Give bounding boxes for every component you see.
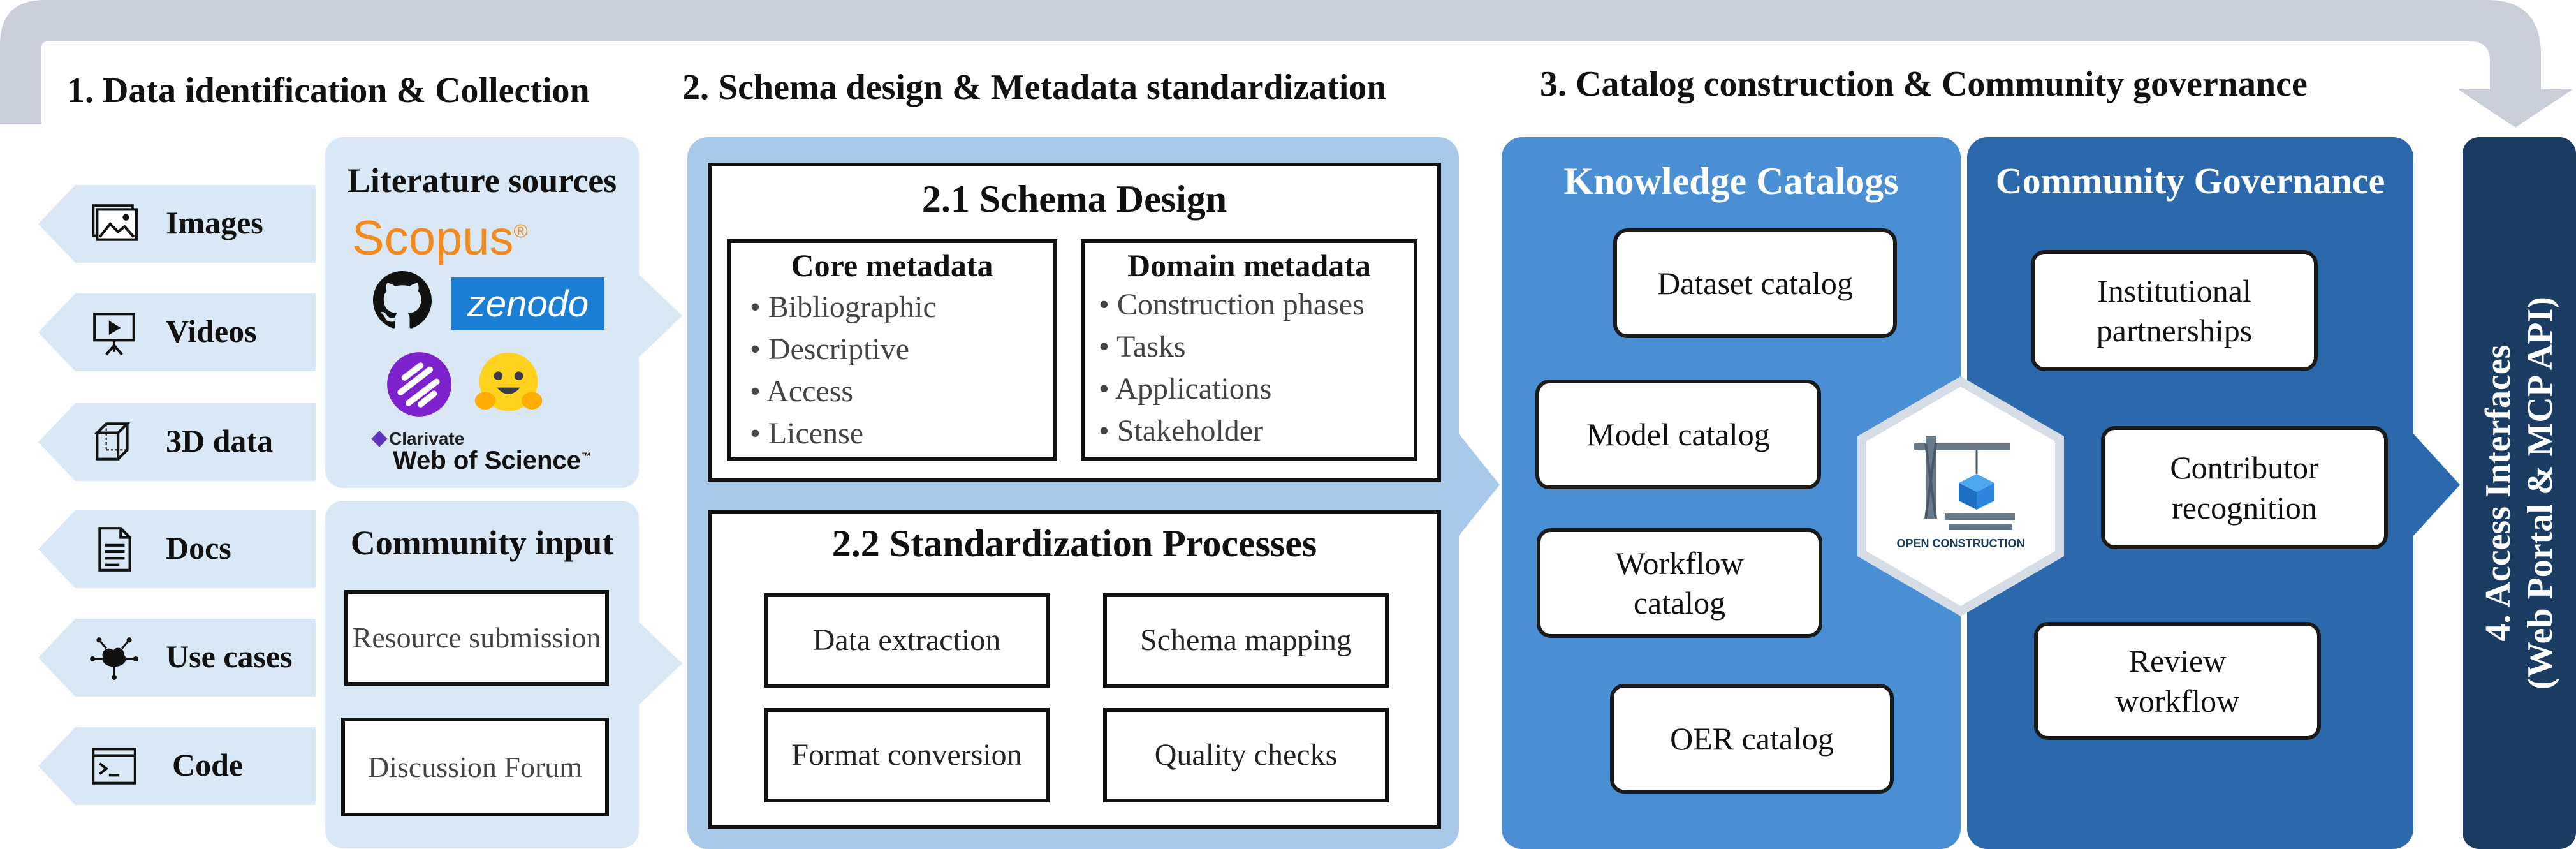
- research-logo-icon: [387, 352, 451, 417]
- stage-2-title: 2. Schema design & Metadata standardizat…: [682, 68, 1387, 107]
- metadata-bullet-item: Descriptive: [750, 329, 1053, 371]
- document-icon: [98, 527, 131, 572]
- github-logo-icon: [373, 271, 432, 329]
- metadata-bullet-item: Applications: [1099, 368, 1414, 410]
- metadata-bullet-item: License: [750, 413, 1053, 455]
- arrow-schema-to-catalogs: [1459, 434, 1500, 536]
- community-input-title: Community input: [350, 524, 614, 562]
- standardization-title: 2.2 Standardization Processes: [831, 522, 1317, 565]
- data-type-tag-shape: [38, 510, 316, 588]
- data-type-label: Images: [166, 205, 263, 240]
- contributor-recognition-box: Contributor recognition: [2101, 426, 2388, 549]
- knowledge-catalogs-title: Knowledge Catalogs: [1563, 160, 1899, 202]
- data-type-tag: 3D data: [38, 403, 316, 481]
- institutional-partnerships-box: Institutional partnerships: [2031, 250, 2318, 371]
- format-conversion-box: Format conversion: [764, 708, 1050, 802]
- feedback-loop-arrow: [0, 0, 2573, 128]
- data-type-tag: Videos: [38, 293, 316, 371]
- quality-checks-box: Quality checks: [1103, 708, 1389, 802]
- access-interfaces-label: 4. Access Interfaces (Web Portal & MCP A…: [2463, 174, 2576, 812]
- schema-design-title: 2.1 Schema Design: [921, 178, 1227, 220]
- clarivate-label: Clarivate: [389, 429, 465, 448]
- arrow-governance-to-access: [2413, 434, 2460, 536]
- stage-3-title: 3. Catalog construction & Community gove…: [1540, 64, 2308, 104]
- data-type-tag: Docs: [38, 510, 316, 588]
- metadata-bullet-item: Stakeholder: [1099, 410, 1414, 452]
- data-type-tag: Images: [38, 185, 316, 263]
- data-extraction-box: Data extraction: [764, 593, 1050, 688]
- model-catalog-box: Model catalog: [1535, 380, 1821, 489]
- image-icon: [92, 204, 138, 241]
- cube-icon: [94, 422, 131, 461]
- presentation-icon: [93, 313, 135, 356]
- institutional-partnerships-label: Institutional partnerships: [2096, 272, 2253, 349]
- review-workflow-box: Review workflow: [2034, 622, 2321, 740]
- data-type-label: Videos: [166, 313, 257, 349]
- core-metadata-title: Core metadata: [791, 247, 993, 283]
- open-construction-label: OPEN CONSTRUCTION: [1896, 537, 2025, 550]
- core-metadata-list: BibliographicDescriptiveAccessLicense: [750, 286, 1053, 455]
- resource-submission-box: Resource submission: [344, 590, 609, 686]
- hugging-face-icon: [474, 352, 543, 411]
- literature-title: Literature sources: [347, 161, 617, 200]
- zenodo-logo: zenodo: [451, 277, 604, 330]
- data-type-label: Docs: [166, 530, 231, 566]
- metadata-bullet-item: Tasks: [1099, 326, 1414, 368]
- web-of-science-logo: Clarivate Web of Science™: [371, 429, 591, 475]
- scopus-logo: Scopus®: [352, 211, 528, 265]
- oer-catalog-box: OER catalog: [1610, 684, 1894, 794]
- workflow-catalog-box: Workflow catalog: [1537, 528, 1822, 638]
- schema-mapping-box: Schema mapping: [1103, 593, 1389, 688]
- data-type-label: 3D data: [166, 423, 274, 459]
- crane-logo-icon: [1914, 436, 2015, 530]
- data-type-tag: Use cases: [38, 619, 316, 697]
- core-metadata-box: Core metadata BibliographicDescriptiveAc…: [727, 239, 1057, 461]
- domain-metadata-list: Construction phasesTasksApplicationsStak…: [1099, 284, 1414, 452]
- contributor-recognition-label: Contributor recognition: [2170, 450, 2319, 526]
- arrow-literature-to-schema: [639, 274, 682, 357]
- data-type-label: Code: [172, 747, 244, 783]
- data-type-tag-shape: [38, 727, 316, 805]
- data-type-label: Use cases: [166, 639, 293, 674]
- dataset-catalog-box: Dataset catalog: [1613, 228, 1897, 338]
- access-interfaces-subtitle: (Web Portal & MCP API): [2521, 297, 2560, 690]
- clarivate-mark-icon: [371, 431, 388, 447]
- terminal-icon: [92, 748, 136, 785]
- metadata-bullet-item: Construction phases: [1099, 284, 1414, 326]
- data-type-tag: Code: [38, 727, 316, 805]
- arrow-community-to-schema: [639, 622, 682, 705]
- discussion-forum-box: Discussion Forum: [341, 718, 609, 816]
- domain-metadata-title: Domain metadata: [1127, 247, 1371, 283]
- governance-title: Community Governance: [1995, 160, 2385, 202]
- review-workflow-label: Review workflow: [2115, 643, 2240, 719]
- domain-metadata-box: Domain metadata Construction phasesTasks…: [1081, 239, 1417, 461]
- workflow-catalog-label: Workflow catalog: [1615, 545, 1744, 621]
- metadata-bullet-item: Access: [750, 371, 1053, 413]
- cloud-network-icon: [90, 637, 138, 680]
- metadata-bullet-item: Bibliographic: [750, 286, 1053, 329]
- access-interfaces-title: 4. Access Interfaces: [2478, 344, 2518, 642]
- data-type-tag-shape: [38, 619, 316, 697]
- stage-1-title: 1. Data identification & Collection: [67, 71, 590, 110]
- access-panel: [2463, 137, 2576, 849]
- wos-label: Web of Science: [393, 447, 581, 475]
